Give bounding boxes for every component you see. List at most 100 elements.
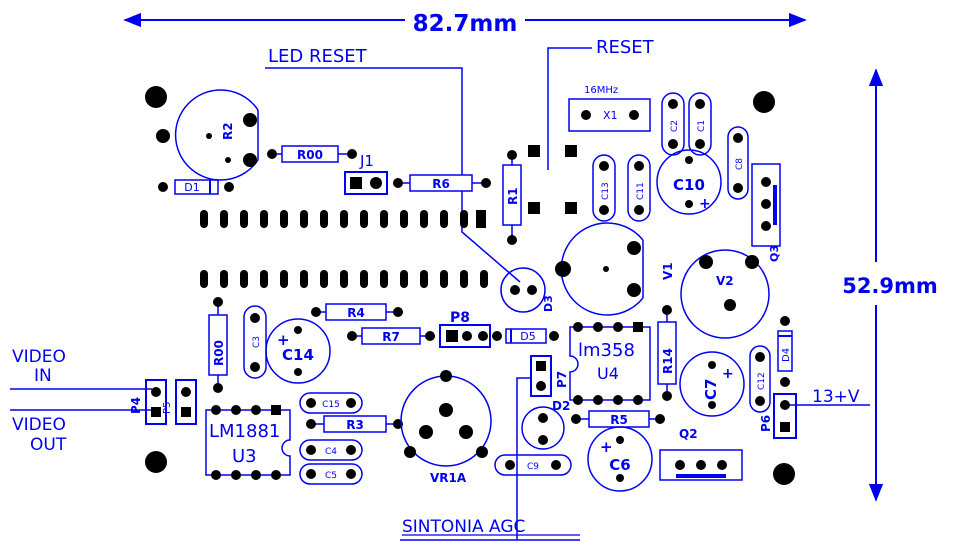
- c5-capacitor: C5: [299, 463, 363, 485]
- width-label: 82.7mm: [413, 11, 518, 37]
- r5-resistor: R5: [571, 410, 665, 428]
- p6-label: P6: [759, 415, 773, 432]
- video-out-pointer: VIDEO OUT: [10, 409, 152, 455]
- p8-header: P8: [439, 310, 491, 348]
- c6-capacitor: + C6: [587, 426, 653, 492]
- sintonia-label: SINTONIA AGC: [402, 517, 525, 537]
- r4-resistor: R4: [311, 303, 403, 321]
- video-out-label-2: OUT: [30, 435, 67, 455]
- reset-pointer: RESET: [547, 37, 655, 170]
- r00-top-resistor: R00: [267, 145, 357, 163]
- d2-label: D2: [552, 399, 570, 413]
- r1-label: R1: [506, 187, 520, 205]
- r3-label: R3: [346, 418, 364, 432]
- supply-label: 13+V: [812, 387, 860, 407]
- r2-label: R2: [221, 122, 235, 140]
- c4-capacitor: C4: [299, 439, 363, 461]
- vr1a-potentiometer: VR1A: [400, 370, 492, 485]
- d4-diode: D4: [777, 316, 793, 387]
- c7-label: C7: [702, 379, 720, 400]
- reset-label: RESET: [596, 37, 655, 58]
- c14-capacitor: + C14: [265, 318, 331, 384]
- d4-label: D4: [781, 348, 792, 362]
- mounting-holes: [145, 86, 795, 485]
- d3-led: D3: [500, 267, 555, 313]
- u4-ic: lm358 U4: [569, 322, 651, 405]
- c11-capacitor: C11: [627, 154, 651, 222]
- c5-label: C5: [325, 471, 337, 481]
- p7-label: P7: [555, 371, 569, 388]
- c11-label: C11: [636, 182, 646, 200]
- v2-label: V2: [716, 274, 734, 288]
- c6-plus: +: [600, 438, 613, 456]
- supply-pointer: 13+V: [790, 387, 870, 407]
- p5-label: P5: [162, 402, 173, 414]
- r14-resistor: R14: [657, 305, 677, 401]
- d1-diode: D1: [158, 179, 234, 195]
- video-in-label-2: IN: [34, 366, 52, 386]
- q3-label: Q3: [768, 245, 781, 262]
- r00-left-label: R00: [212, 340, 226, 366]
- r3-resistor: R3: [306, 415, 403, 433]
- c2-capacitor: C2: [661, 92, 685, 156]
- p8-label: P8: [450, 310, 470, 326]
- sintonia-pointer: SINTONIA AGC: [400, 377, 580, 541]
- v1-label: V1: [661, 262, 675, 280]
- width-dimension: 82.7mm: [123, 11, 807, 37]
- ic-header-top: [200, 210, 486, 228]
- j1-jumper: J1: [344, 152, 388, 195]
- c3-label: C3: [252, 336, 262, 348]
- p5-header: P5: [162, 379, 197, 425]
- c6-label: C6: [609, 456, 630, 474]
- c14-label: C14: [282, 346, 314, 364]
- c8-capacitor: C8: [727, 126, 749, 200]
- vr1a-label: VR1A: [430, 471, 467, 485]
- lm1881-label: LM1881: [209, 421, 280, 442]
- ic-header-bottom: [200, 270, 488, 288]
- video-in-pointer: VIDEO IN: [10, 347, 152, 390]
- led-reset-pointer: LED RESET: [265, 46, 521, 283]
- d5-label: D5: [520, 330, 535, 343]
- c13-capacitor: C13: [592, 154, 616, 222]
- r7-label: R7: [382, 330, 400, 344]
- r00-top-label: R00: [297, 148, 323, 162]
- q2-transistor: Q2: [659, 427, 743, 481]
- c1-capacitor: C1: [688, 92, 712, 156]
- p6-header: P6: [759, 393, 797, 439]
- c3-capacitor: C3: [243, 305, 267, 379]
- q3-transistor: Q3: [751, 163, 781, 262]
- q2-label: Q2: [679, 427, 698, 441]
- height-label: 52.9mm: [842, 274, 938, 298]
- r5-label: R5: [610, 413, 628, 427]
- c7-capacitor: C7 +: [679, 351, 745, 417]
- r4-label: R4: [347, 306, 365, 320]
- c10-plus: +: [699, 196, 711, 212]
- c9-label: C9: [527, 462, 539, 472]
- c15-capacitor: C15: [299, 392, 363, 414]
- c2-label: C2: [670, 120, 680, 132]
- c8-label: C8: [735, 158, 745, 170]
- c7-plus: +: [722, 366, 734, 382]
- p7-header: P7: [530, 355, 569, 397]
- v2-trimmer: V2: [680, 249, 770, 339]
- d2-led: D2: [521, 399, 570, 450]
- r6-resistor: R6: [393, 174, 491, 192]
- r7-resistor: R7: [347, 327, 435, 345]
- c12-capacitor: C12: [749, 345, 771, 413]
- lm358-label: lm358: [578, 340, 635, 361]
- x1-freq-label: 16MHz: [584, 85, 618, 96]
- c1-label: C1: [697, 120, 707, 132]
- d5-diode: D5: [492, 328, 559, 344]
- c13-label: C13: [601, 182, 611, 200]
- video-out-label-1: VIDEO: [12, 415, 66, 435]
- u4-label: U4: [597, 364, 619, 383]
- c10-label: C10: [673, 176, 705, 194]
- d3-label: D3: [542, 295, 555, 312]
- j1-label: J1: [359, 152, 374, 170]
- c15-label: C15: [322, 400, 340, 410]
- r6-label: R6: [432, 177, 450, 191]
- p4-header: P4: [129, 379, 167, 425]
- r00-left-resistor: R00: [208, 297, 228, 393]
- u3-ic: LM1881 U3: [205, 405, 291, 480]
